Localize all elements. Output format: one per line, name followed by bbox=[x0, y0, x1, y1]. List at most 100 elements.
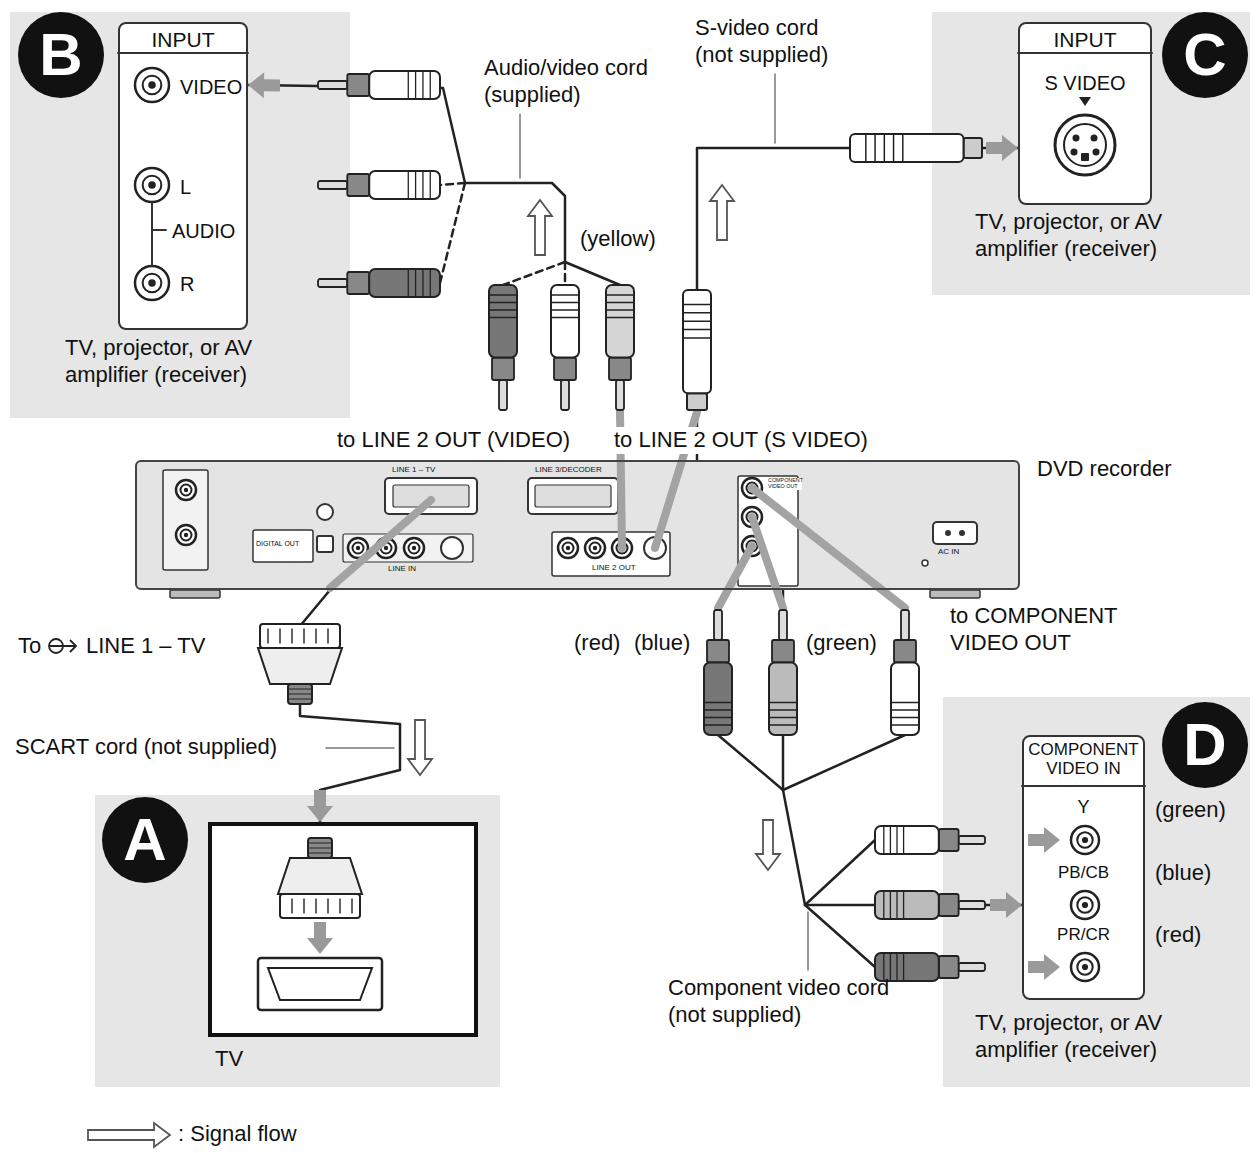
jack-ring bbox=[590, 543, 601, 554]
jack-pin bbox=[148, 279, 155, 286]
scart-rib bbox=[308, 852, 332, 853]
jack-pin bbox=[1082, 837, 1088, 843]
plug-rib bbox=[422, 171, 423, 199]
plug-rib bbox=[883, 891, 884, 919]
plug-collar bbox=[939, 956, 959, 978]
plug-body bbox=[683, 290, 711, 393]
header-rule bbox=[1022, 785, 1145, 787]
jack-pin bbox=[148, 81, 155, 88]
input-panel-ground bbox=[118, 22, 248, 330]
jack-pin bbox=[184, 533, 188, 537]
jack-pin bbox=[593, 546, 597, 550]
plug-rib bbox=[704, 709, 732, 710]
rca-plug bbox=[318, 71, 440, 99]
plug-body bbox=[369, 71, 440, 99]
device-name: DVD recorder bbox=[1037, 456, 1171, 483]
plug-rib bbox=[683, 312, 711, 314]
input-panel-ground bbox=[1022, 735, 1145, 1000]
plug-rib bbox=[769, 717, 797, 718]
device-name: TV bbox=[215, 1046, 243, 1073]
device-caption: TV, projector, or AV amplifier (receiver… bbox=[975, 209, 1215, 263]
rca-plug bbox=[875, 953, 985, 981]
plug-rib bbox=[489, 309, 517, 310]
s-video-jack-inner bbox=[1064, 124, 1106, 166]
plug-tip bbox=[959, 963, 985, 971]
device-box: INPUTVIDEOLAUDIOR bbox=[118, 22, 248, 330]
plug-tip bbox=[959, 901, 985, 909]
jack-name: PB/CB bbox=[1024, 863, 1143, 884]
wire-colour: (green) bbox=[806, 630, 877, 657]
scart-icon-arrow bbox=[50, 640, 76, 652]
plug-rib bbox=[704, 717, 732, 718]
plug-tip bbox=[318, 181, 347, 189]
plug-rib bbox=[903, 953, 904, 981]
s-video-mark bbox=[1079, 97, 1091, 106]
s-video-plug bbox=[683, 290, 711, 410]
scart-pin-row bbox=[351, 899, 352, 913]
jack-pin bbox=[384, 546, 388, 550]
scart-rib bbox=[288, 693, 312, 694]
device-box: ATV bbox=[95, 795, 500, 1087]
scart-pin-row bbox=[303, 899, 304, 913]
panel-header: COMPONENT VIDEO IN bbox=[1024, 741, 1143, 778]
plug-body bbox=[369, 269, 440, 297]
panel-ground bbox=[10, 12, 350, 418]
scart-pin-row bbox=[315, 899, 316, 913]
jack-ring bbox=[1077, 832, 1092, 847]
cord-branch bbox=[805, 905, 875, 967]
scart-plug bbox=[278, 838, 362, 918]
wire-colour: (blue) bbox=[634, 630, 690, 657]
plug-rib bbox=[890, 891, 891, 919]
plug-rib bbox=[415, 269, 416, 297]
audio-bracket bbox=[152, 229, 166, 231]
plug-collar bbox=[554, 358, 576, 381]
port-name: COMPONENT VIDEO OUT bbox=[766, 478, 802, 490]
jack-ring bbox=[409, 543, 420, 554]
plug-collar bbox=[707, 640, 729, 663]
rca-plug bbox=[769, 610, 797, 735]
jack-ring bbox=[1077, 897, 1092, 912]
cord-branch bbox=[718, 735, 783, 790]
jack-outer bbox=[135, 266, 169, 300]
insert-arrow-shape bbox=[307, 922, 333, 954]
scart-socket bbox=[258, 958, 382, 1010]
plug-rib bbox=[415, 71, 416, 99]
leader-line bbox=[326, 747, 394, 749]
plug-tip bbox=[561, 380, 569, 410]
coaxial-jack bbox=[317, 504, 333, 520]
plug-rib bbox=[606, 302, 634, 303]
plug-tip bbox=[901, 610, 909, 640]
scart-connector bbox=[280, 894, 360, 918]
insert-arrow-shape bbox=[1028, 954, 1060, 980]
panel-ground bbox=[943, 697, 1250, 1087]
jack-outer bbox=[176, 525, 196, 545]
plug-cable bbox=[752, 488, 905, 608]
plug-rib bbox=[551, 294, 579, 295]
tv-ground bbox=[208, 822, 478, 1037]
s-video-plug bbox=[850, 134, 982, 162]
jack-pin bbox=[566, 546, 570, 550]
jack-name: VIDEO bbox=[180, 75, 242, 99]
rca-plug bbox=[704, 610, 732, 735]
plug-rib bbox=[890, 953, 891, 981]
plug-rib bbox=[884, 134, 886, 162]
ac-pin bbox=[959, 530, 965, 536]
plug-rib bbox=[430, 71, 431, 99]
scart-rib bbox=[308, 842, 332, 843]
jack-name: AUDIO bbox=[172, 219, 235, 243]
ac-inlet bbox=[933, 522, 977, 544]
port-name: AC IN bbox=[938, 547, 959, 557]
scart-hood bbox=[278, 858, 362, 894]
scart-hood bbox=[258, 648, 342, 684]
connection-note: to COMPONENT VIDEO OUT bbox=[950, 603, 1165, 657]
rca-plug bbox=[489, 285, 517, 410]
s-video-pin bbox=[1073, 135, 1080, 142]
scart-pin-row bbox=[291, 629, 292, 643]
device-box: COMPONENT VIDEO INYPB/CBPR/CR bbox=[1022, 735, 1145, 1000]
rca-plug bbox=[875, 891, 985, 919]
plug-rib bbox=[551, 302, 579, 303]
plug-rib bbox=[896, 891, 897, 919]
plug-rib bbox=[489, 317, 517, 318]
scart-socket bbox=[528, 478, 618, 514]
plug-collar bbox=[347, 74, 369, 96]
